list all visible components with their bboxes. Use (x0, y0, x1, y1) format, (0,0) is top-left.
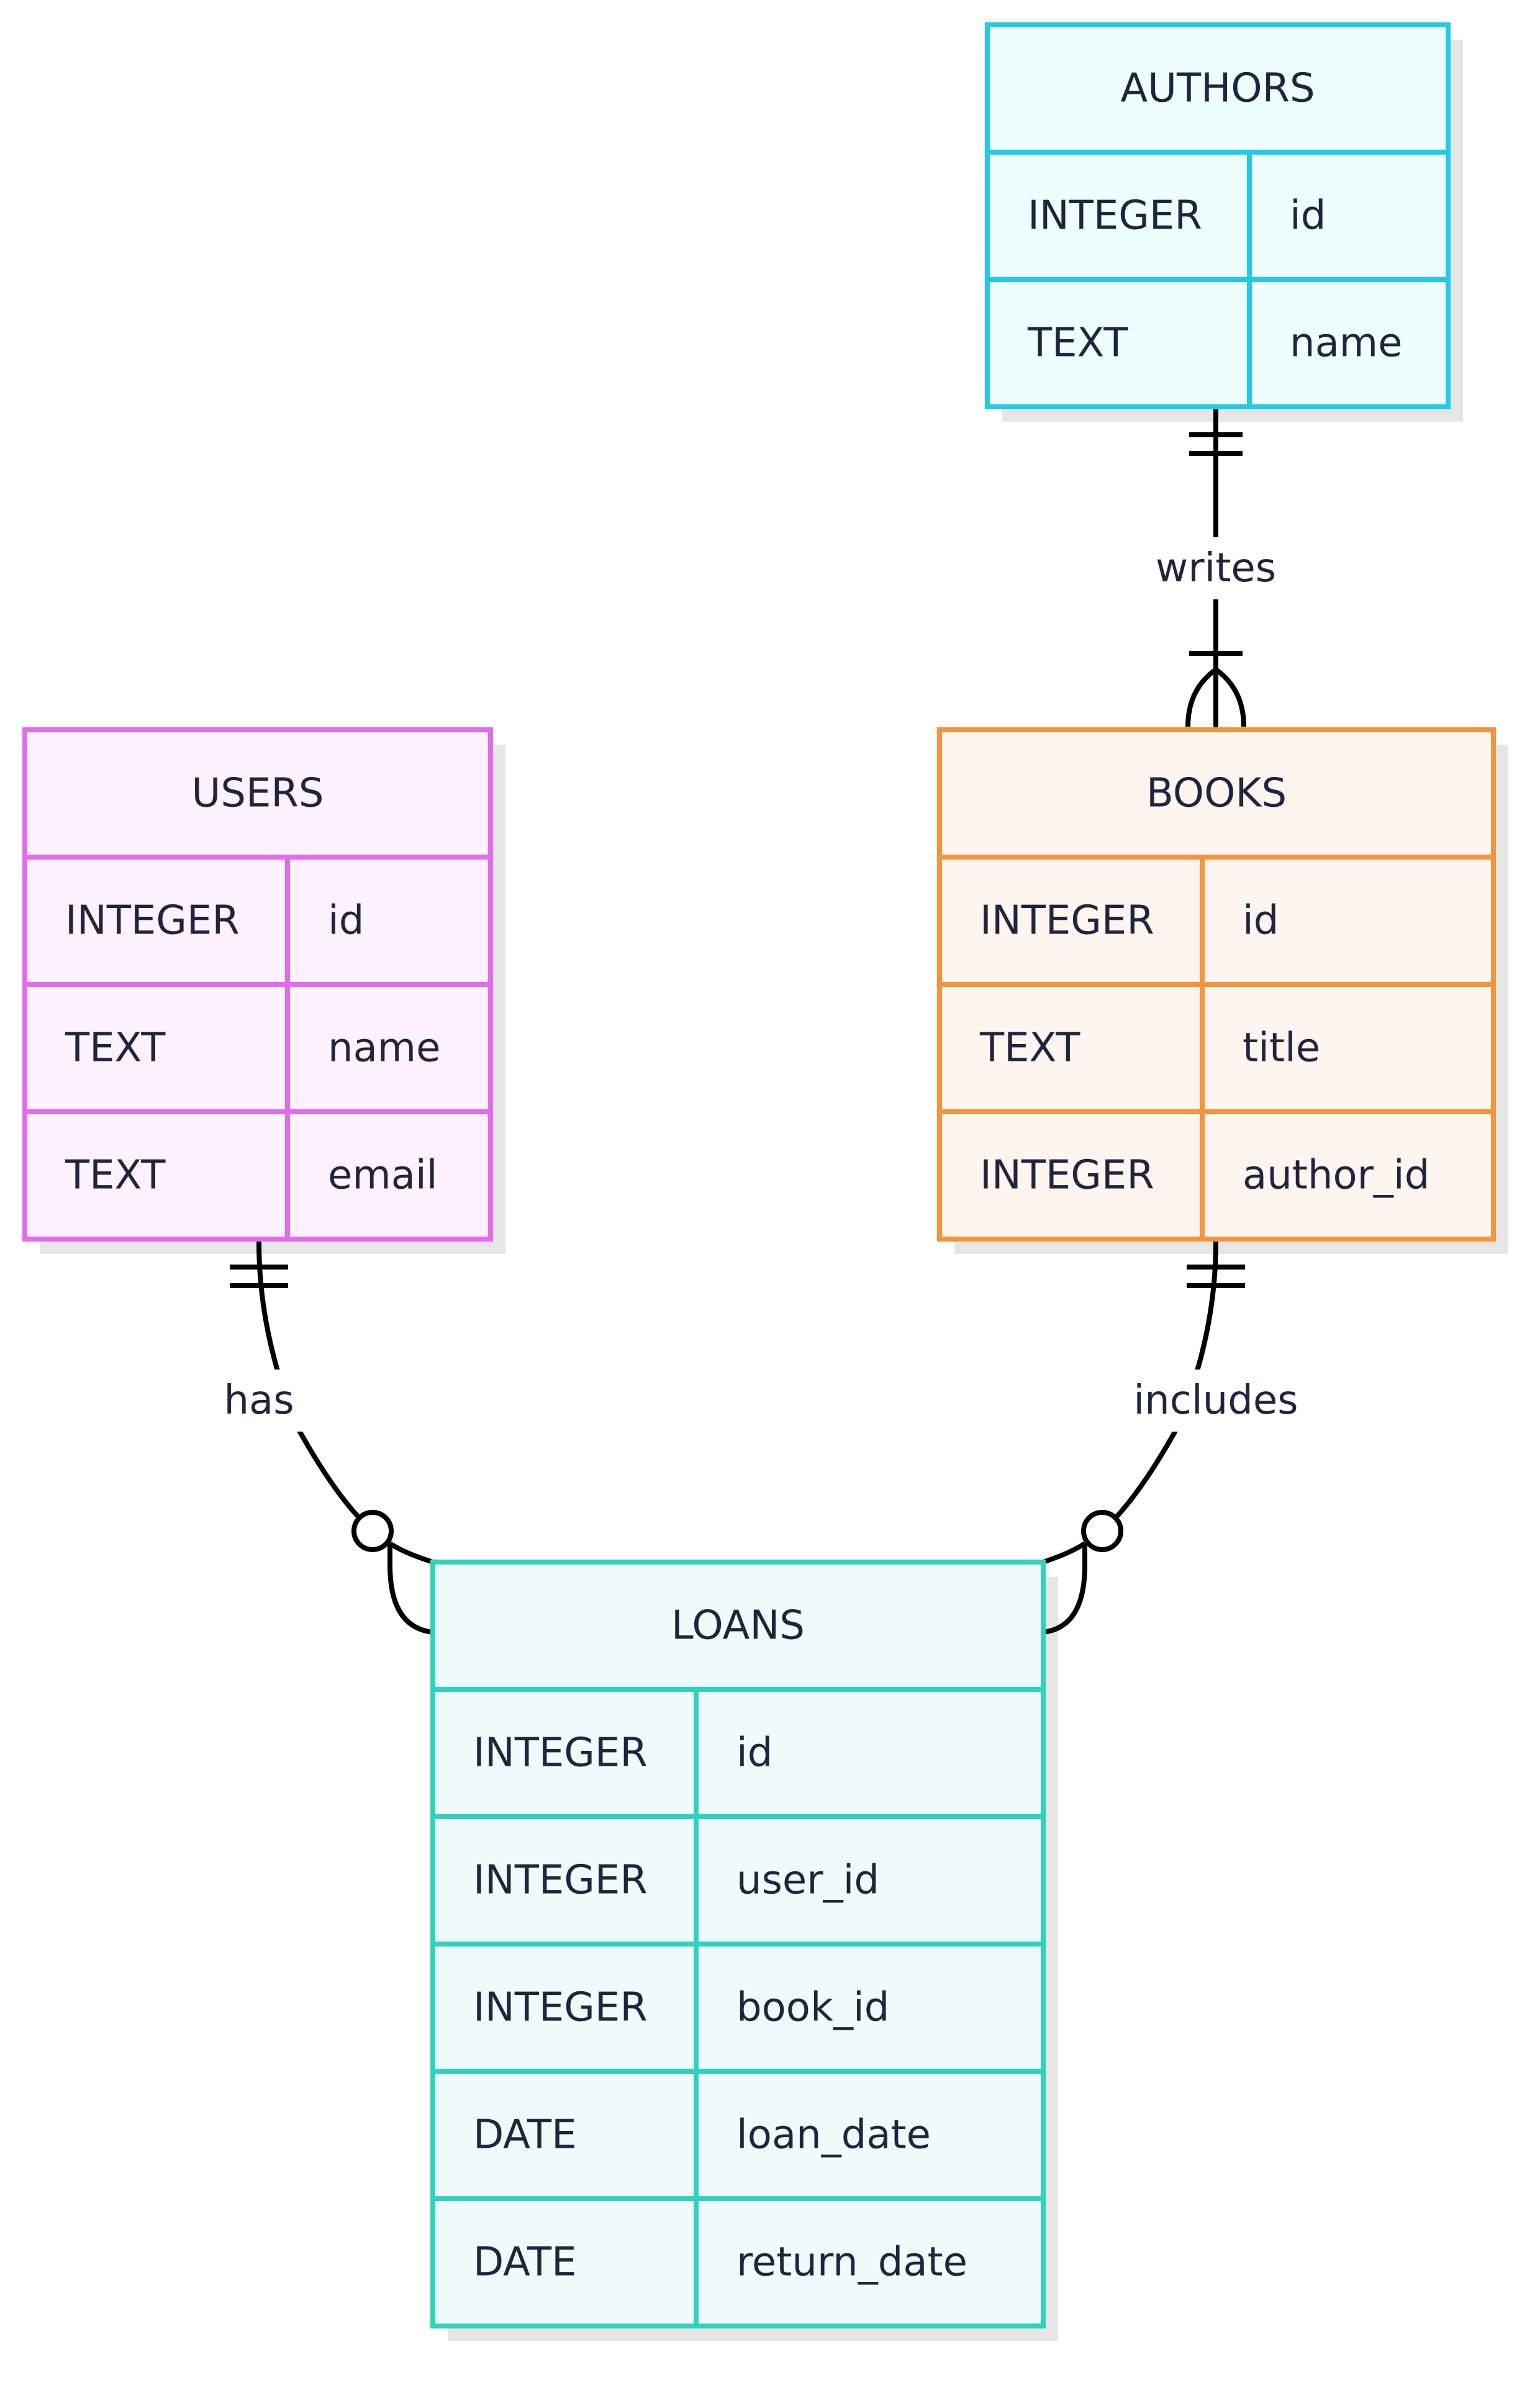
authors-entity-title: AUTHORS (1120, 66, 1315, 112)
attribute-type: INTEGER (980, 898, 1154, 944)
attribute-type: TEXT (65, 1153, 166, 1199)
attribute-name: email (328, 1153, 438, 1199)
attribute-name: id (1243, 898, 1279, 944)
writes-label-text: writes (1156, 545, 1276, 591)
attribute-type: INTEGER (980, 1153, 1154, 1199)
attribute-name: name (1290, 320, 1403, 366)
attribute-name: title (1243, 1025, 1320, 1071)
attribute-type: INTEGER (473, 1858, 648, 1904)
attribute-name: author_id (1243, 1153, 1429, 1199)
many-crowfoot-marker (1042, 1541, 1087, 1635)
exactly-one-marker (230, 1265, 288, 1288)
has-label-background (212, 1370, 306, 1432)
authors-attribute-row: TEXT name (1027, 320, 1403, 366)
books-attribute-row: INTEGER author_id (980, 1153, 1429, 1199)
attribute-name: id (328, 898, 364, 944)
writes-label: writes (1135, 537, 1297, 599)
books-entity-title: BOOKS (1146, 771, 1287, 817)
attribute-name: book_id (736, 1985, 889, 2031)
users-attribute-row: TEXT email (65, 1153, 438, 1199)
attribute-type: DATE (473, 2112, 577, 2158)
many-crowfoot-marker (1185, 666, 1246, 727)
attribute-type: INTEGER (1028, 193, 1202, 239)
attribute-name: loan_date (736, 2112, 931, 2158)
zero-circle-marker (351, 1510, 394, 1552)
has-label-text: has (224, 1378, 294, 1424)
loans-attribute-row: DATE loan_date (473, 2112, 931, 2158)
loans-attribute-row: DATE return_date (473, 2240, 967, 2286)
includes-relationship[interactable] (1042, 1240, 1245, 1635)
attribute-name: id (1290, 193, 1326, 239)
books-attribute-row: INTEGER id (980, 898, 1279, 944)
users-entity-title: USERS (192, 771, 324, 817)
authors-entity-box (985, 22, 1451, 409)
books-attribute-row: TEXT title (979, 1025, 1320, 1071)
has-label: has (212, 1370, 306, 1432)
attribute-type: INTEGER (65, 898, 240, 944)
attribute-type: TEXT (1027, 320, 1128, 366)
attribute-type: DATE (473, 2240, 577, 2286)
attribute-name: user_id (736, 1858, 879, 1904)
loans-entity-title: LOANS (671, 1603, 805, 1649)
attribute-name: id (736, 1730, 772, 1776)
users-attribute-row: TEXT name (65, 1025, 441, 1071)
includes-label-background (1116, 1370, 1315, 1432)
exactly-one-marker (1189, 432, 1243, 456)
attribute-type: INTEGER (473, 1730, 648, 1776)
attribute-name: name (328, 1025, 441, 1071)
zero-circle-marker (1081, 1510, 1123, 1552)
loans-attribute-row: INTEGER id (473, 1730, 772, 1776)
attribute-name: return_date (736, 2240, 967, 2286)
has-relationship[interactable] (230, 1240, 434, 1635)
writes-label-background (1135, 537, 1297, 599)
attribute-type: TEXT (65, 1025, 166, 1071)
loans-attribute-row: INTEGER book_id (473, 1985, 889, 2031)
includes-label-text: includes (1133, 1378, 1298, 1424)
includes-label: includes (1116, 1370, 1315, 1432)
authors-attribute-row: INTEGER id (1028, 193, 1326, 239)
users-attribute-row: INTEGER id (65, 898, 364, 944)
attribute-type: INTEGER (473, 1985, 648, 2031)
attribute-type: TEXT (979, 1025, 1080, 1071)
exactly-one-marker (1187, 1265, 1245, 1288)
many-crowfoot-marker (387, 1541, 434, 1635)
loans-attribute-row: INTEGER user_id (473, 1858, 879, 1904)
